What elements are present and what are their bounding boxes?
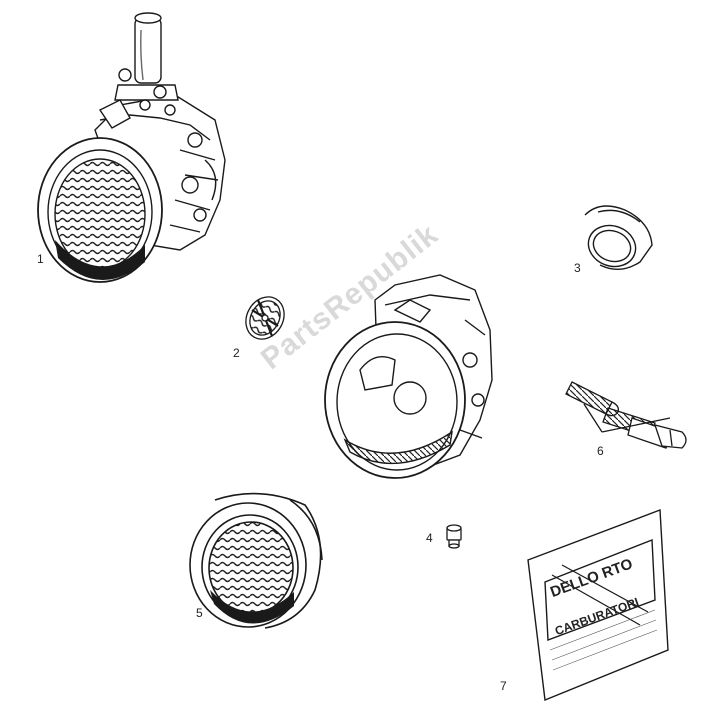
callout-7: 7 bbox=[500, 679, 507, 693]
callout-3: 3 bbox=[574, 261, 581, 275]
part-7-envelope bbox=[527, 509, 669, 701]
callout-1: 1 bbox=[37, 252, 44, 266]
part-3-sleeve bbox=[584, 205, 653, 270]
callout-4: 4 bbox=[426, 531, 433, 545]
callout-2: 2 bbox=[233, 346, 240, 360]
callout-5: 5 bbox=[196, 606, 203, 620]
callout-6: 6 bbox=[597, 444, 604, 458]
part-5-filter-housing bbox=[189, 492, 323, 629]
part-1-carburettor bbox=[37, 12, 226, 283]
carburettor-body bbox=[324, 274, 493, 479]
part-6-spring-screw bbox=[565, 381, 687, 449]
part-2-filter-disc bbox=[245, 296, 285, 340]
part-4-jet bbox=[446, 524, 462, 549]
